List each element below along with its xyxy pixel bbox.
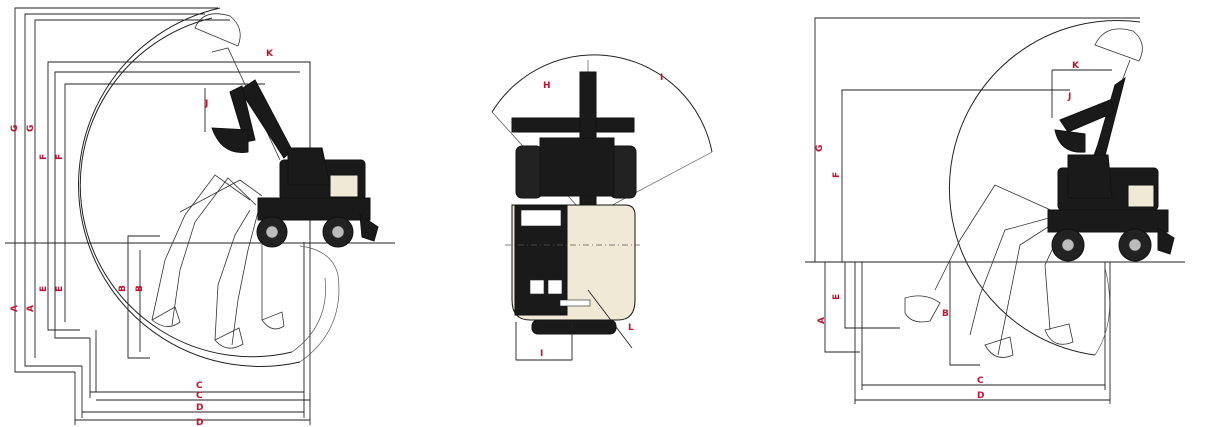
- top-dim-l: [587, 289, 633, 349]
- right-label-j: J: [1067, 92, 1071, 102]
- left-ghost-arm-6: [179, 179, 263, 213]
- left-label-e1: E: [39, 286, 49, 292]
- right-ghost-bucket-3: [1044, 323, 1074, 345]
- left-label-f1: F: [39, 154, 49, 160]
- left-excavator: [211, 79, 379, 248]
- left-dim-b: [127, 235, 160, 359]
- left-undercarriage: [257, 197, 371, 221]
- left-hub-front: [265, 225, 279, 239]
- left-ghost-arm-3: [214, 209, 251, 341]
- right-side-view: G F A E B C D K J: [805, 17, 1185, 404]
- left-reach-arc-inner: [79, 17, 293, 358]
- top-rear-panel: [559, 299, 591, 307]
- right-excavator: [1047, 76, 1175, 262]
- right-dim-frame-e: [844, 262, 900, 329]
- right-label-b: B: [942, 309, 949, 319]
- right-arc-return: [1094, 267, 1110, 356]
- left-reach-arc-outer: [78, 7, 301, 367]
- right-label-k: K: [1072, 61, 1080, 71]
- right-dim-frame-g: [814, 17, 1140, 262]
- left-ghost-bucket-1: [151, 306, 181, 327]
- right-dim-b: [949, 261, 990, 366]
- left-ghost-arm-1: [151, 174, 251, 321]
- right-label-g: G: [815, 145, 825, 152]
- left-dim-frame-e: [64, 83, 265, 322]
- right-dim-frame-f: [841, 89, 1070, 262]
- right-engine-cover: [1127, 184, 1155, 208]
- top-front-blade: [511, 117, 635, 133]
- top-label-i-upper: I: [660, 73, 663, 83]
- right-label-d: D: [977, 391, 984, 401]
- right-label-c: C: [977, 376, 984, 386]
- left-label-d1: D: [196, 403, 203, 413]
- left-label-a2: A: [26, 305, 36, 312]
- right-ghost-arm-2: [969, 214, 1061, 336]
- top-vent-1: [529, 279, 545, 295]
- left-label-g2: G: [26, 125, 36, 132]
- left-stick: [229, 85, 256, 143]
- left-dim-frame-f-outer: [47, 61, 310, 331]
- left-ghost-arm-2: [171, 177, 257, 326]
- right-outrigger: [1157, 227, 1175, 255]
- top-label-h: H: [543, 81, 551, 91]
- top-label-i-lower: I: [540, 349, 543, 359]
- left-label-f2: F: [55, 154, 65, 160]
- left-outrigger: [359, 214, 379, 242]
- right-label-e: E: [832, 294, 842, 300]
- left-label-b2: B: [135, 285, 145, 292]
- right-top-bucket: [1094, 28, 1143, 62]
- left-arc-return: [299, 245, 340, 363]
- right-bucket: [1054, 129, 1086, 153]
- left-hub-rear: [331, 225, 345, 239]
- left-engine-cover: [329, 174, 359, 198]
- top-label-l: L: [628, 323, 634, 333]
- right-label-f: F: [832, 172, 842, 178]
- left-ghost-bucket-3: [261, 311, 285, 330]
- top-front-axle: [539, 137, 615, 197]
- left-dim-frame-a-inner: [24, 13, 205, 367]
- left-ghost-bucket-2: [214, 327, 244, 349]
- top-vent-2: [547, 279, 563, 295]
- left-ghost-arm-4: [231, 211, 259, 346]
- top-rear-bumper: [531, 319, 617, 335]
- right-hub-rear: [1128, 238, 1142, 252]
- right-label-a: A: [817, 317, 827, 324]
- left-cab: [287, 147, 331, 186]
- right-ghost-bucket-2: [984, 336, 1014, 358]
- right-ghost-bucket-1: [904, 295, 941, 323]
- left-label-c1: C: [196, 381, 203, 391]
- right-ghost-arm-1: [934, 184, 1056, 291]
- left-dim-frame-f-inner: [54, 71, 300, 339]
- left-side-view: A A E E B B G G F F C C D D K J: [5, 7, 395, 427]
- left-dim-frame-a-outer: [14, 7, 218, 373]
- right-reach-arc: [949, 19, 1141, 356]
- right-dim-frame-a: [824, 262, 860, 353]
- left-label-a1: A: [10, 305, 20, 312]
- top-swing-arc: [491, 54, 713, 153]
- top-dim-width: [515, 322, 573, 361]
- left-label-e2: E: [55, 286, 65, 292]
- right-ghost-arm-3: [997, 217, 1063, 356]
- left-label-j: J: [204, 99, 208, 109]
- top-view: H I L I: [491, 54, 713, 361]
- left-dim-frame-g: [34, 19, 230, 358]
- left-label-g1: G: [10, 125, 20, 132]
- left-label-k: K: [266, 49, 274, 59]
- left-label-c2: C: [196, 391, 203, 401]
- left-label-d2: D: [196, 418, 203, 427]
- top-cab-window: [520, 209, 562, 227]
- left-label-b1: B: [118, 285, 128, 292]
- top-tire-fl: [515, 145, 543, 199]
- right-hub-front: [1061, 238, 1075, 252]
- right-stick: [1059, 99, 1116, 133]
- left-arc-return-2: [291, 277, 326, 353]
- left-bucket: [211, 127, 249, 153]
- right-cab: [1067, 154, 1113, 199]
- left-top-bucket: [194, 13, 241, 47]
- right-undercarriage: [1047, 209, 1169, 233]
